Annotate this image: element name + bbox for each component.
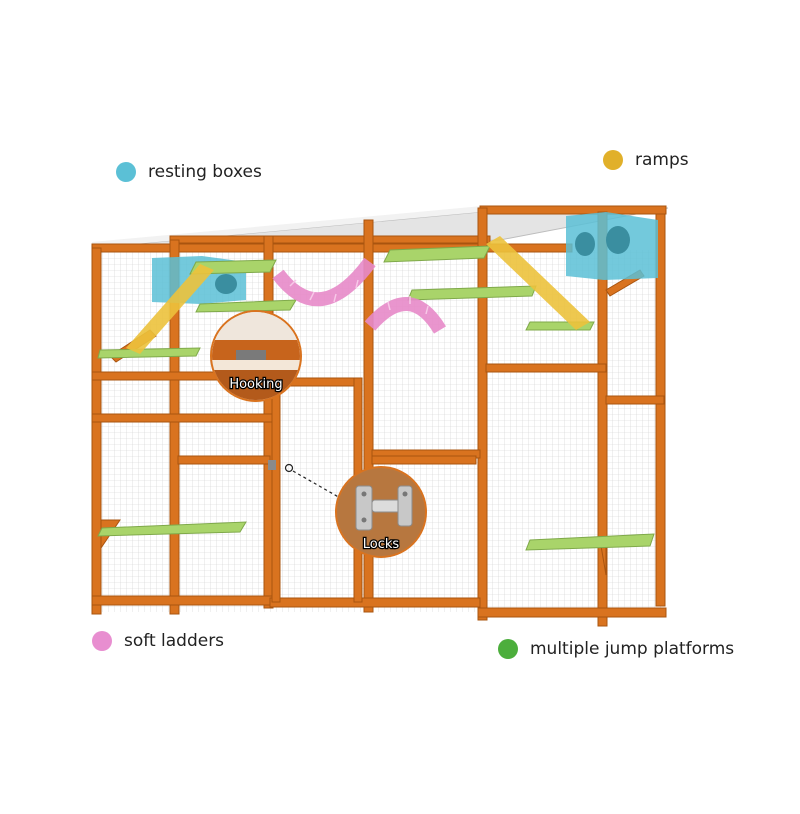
legend-dot-cyan [116,162,136,182]
legend-dot-green [498,639,518,659]
legend-resting-boxes: resting boxes [116,162,262,182]
legend-jump-platforms: multiple jump platforms [498,639,734,659]
legend-label-ramps: ramps [635,150,689,170]
latch-marker [268,460,343,500]
hooking-callout: Hooking [210,310,302,402]
hooking-label: Hooking [229,377,282,392]
legend-dot-yellow [603,150,623,170]
soft-ladders [272,257,447,334]
legend-soft-ladders: soft ladders [92,631,224,651]
legend-label-soft-ladders: soft ladders [124,631,225,651]
legend-label-resting-boxes: resting boxes [148,162,262,182]
locks-label: Locks [363,537,400,552]
legend-label-jump-platforms: multiple jump platforms [530,639,735,659]
resting-box-right [566,212,658,280]
legend-ramps: ramps [603,150,689,170]
locks-callout: Locks [335,466,427,558]
ramps [126,236,590,354]
legend-dot-pink [92,631,112,651]
soft-ladder-rungs [289,279,429,315]
wood-frame [91,205,667,627]
